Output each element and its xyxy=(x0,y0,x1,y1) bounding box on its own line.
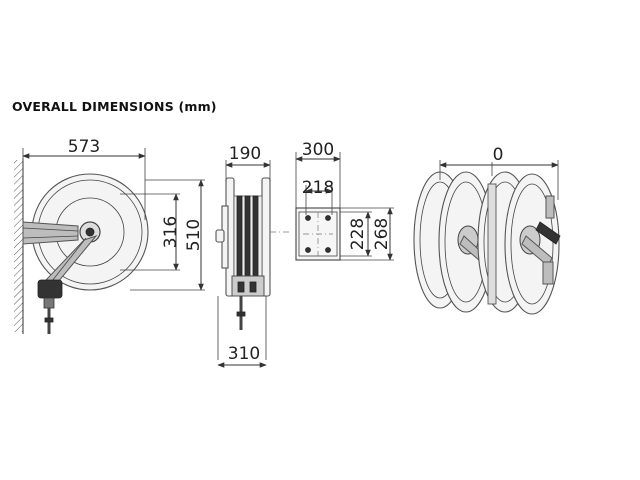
bracket-hole xyxy=(305,215,311,221)
outer-height-dimension-label: 510 xyxy=(184,219,204,251)
wall-arm xyxy=(22,221,79,245)
inner-width-dimension-label: 218 xyxy=(302,178,334,198)
hose-winding xyxy=(236,195,243,277)
multi-reel-view: 0 xyxy=(413,145,561,315)
bracket-view: 300 218 228 268 xyxy=(270,140,394,261)
width-dimension-label: 573 xyxy=(68,137,100,157)
page-title: OVERALL DIMENSIONS (mm) xyxy=(12,99,217,114)
front-view-reel: 190 310 xyxy=(215,144,271,368)
center-pillar xyxy=(487,183,497,305)
outer-width-dimension-label: 300 xyxy=(302,140,334,160)
inner-height-bracket-label: 228 xyxy=(348,218,368,250)
top-width-dimension-label: 190 xyxy=(229,144,261,164)
hose-guide xyxy=(37,279,63,299)
outer-height-bracket-label: 268 xyxy=(372,218,392,250)
front-guide xyxy=(231,275,265,297)
hub-bolt xyxy=(85,227,95,237)
inner-height-dimension-label: 316 xyxy=(161,216,181,248)
wall-hatch xyxy=(14,160,23,332)
spacing-dimension-label: 0 xyxy=(493,145,504,165)
side-view-reel: 573 316 510 xyxy=(14,137,205,334)
bottom-width-dimension-label: 310 xyxy=(228,344,260,364)
